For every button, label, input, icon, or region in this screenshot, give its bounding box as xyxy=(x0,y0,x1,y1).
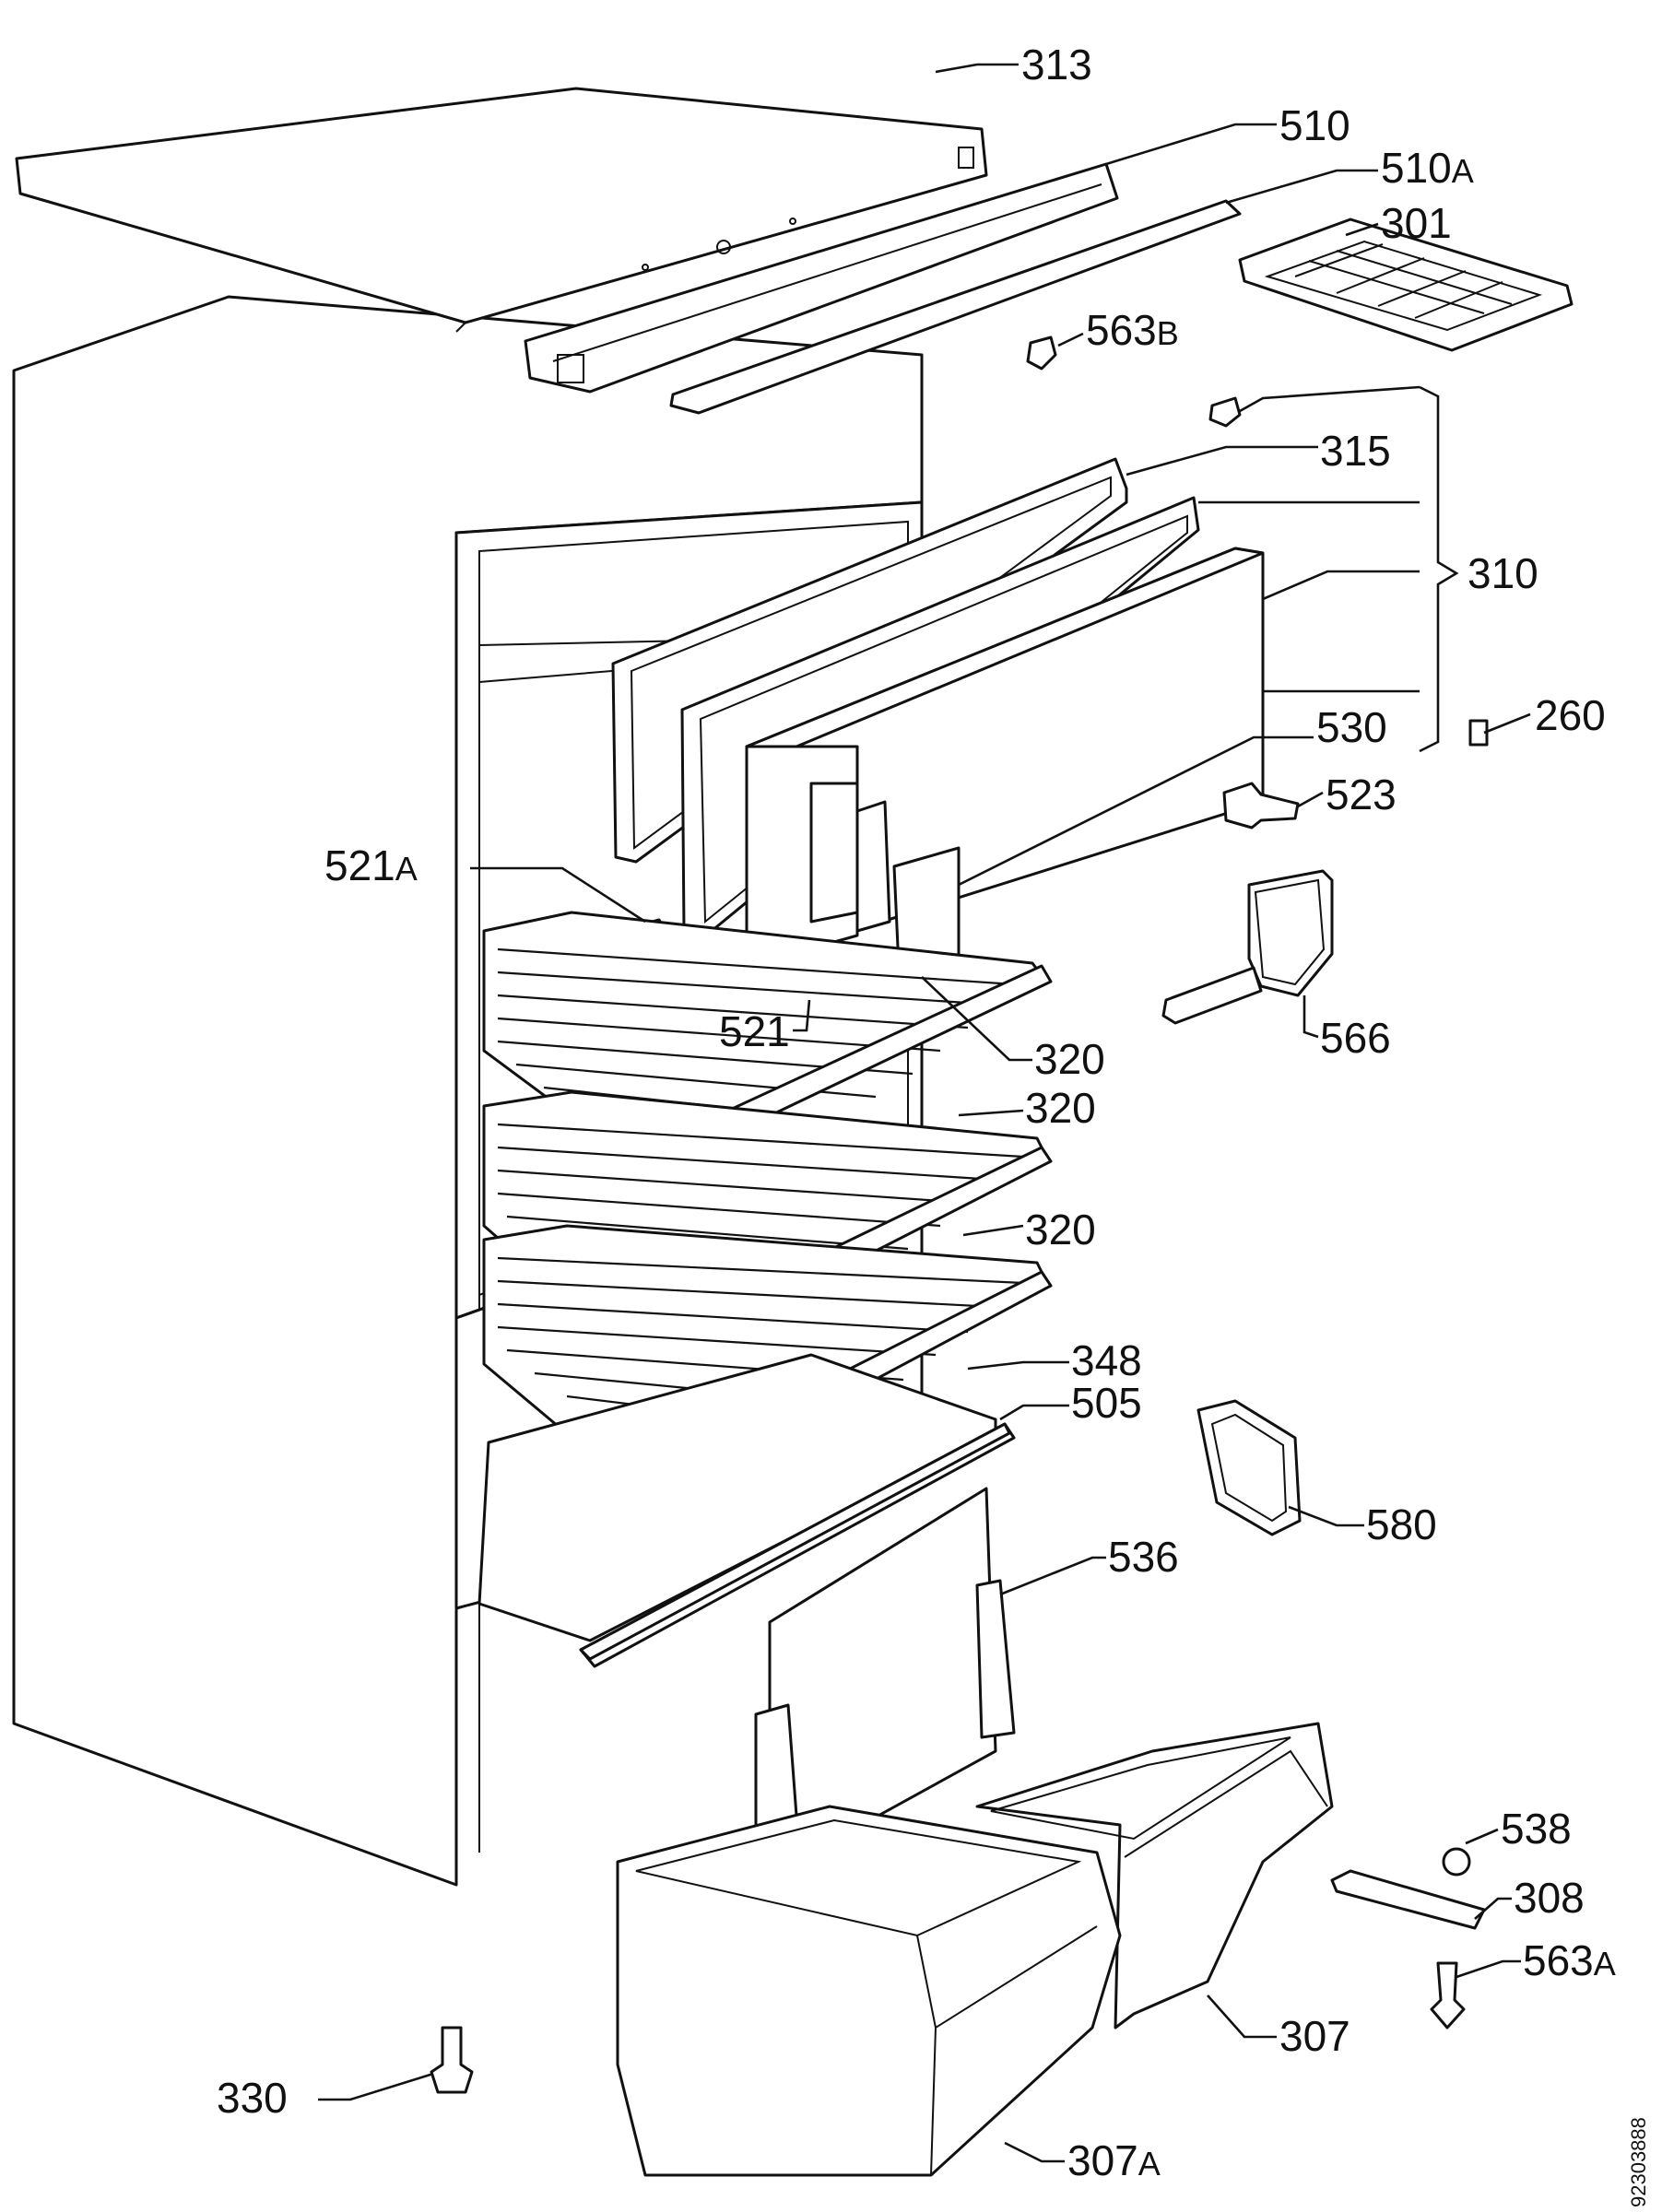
callout-348: 348 xyxy=(1071,1336,1142,1384)
bracket-310 xyxy=(1419,385,1459,753)
callout-310: 310 xyxy=(1468,549,1538,597)
callout-505: 505 xyxy=(1071,1379,1142,1427)
callout-301: 301 xyxy=(1381,199,1452,247)
callout-labels: 313 510 510A 301 563B 315 310 530 260 52… xyxy=(217,41,1616,2184)
screw-563a xyxy=(1430,1961,1466,2030)
callout-313: 313 xyxy=(1021,41,1092,88)
callout-320b: 320 xyxy=(1025,1084,1096,1132)
hinge-pin-523 xyxy=(1222,782,1300,830)
freezer-frame-rail xyxy=(524,162,1119,394)
callout-320a: 320 xyxy=(1034,1035,1105,1083)
callout-580: 580 xyxy=(1366,1500,1437,1548)
nut-538 xyxy=(1442,1847,1471,1877)
callout-510a: 510A xyxy=(1381,144,1474,192)
callout-315: 315 xyxy=(1320,427,1391,475)
callout-530: 530 xyxy=(1316,703,1387,751)
callout-523: 523 xyxy=(1326,771,1397,818)
callout-260: 260 xyxy=(1535,691,1606,739)
frame-580 xyxy=(1196,1399,1302,1536)
callout-521a: 521A xyxy=(324,841,418,889)
callout-307: 307 xyxy=(1279,2012,1350,2060)
document-number: 92303888 xyxy=(1627,2117,1650,2207)
callout-308: 308 xyxy=(1514,1874,1585,1922)
callout-563a: 563A xyxy=(1523,1936,1616,1984)
callout-538: 538 xyxy=(1501,1805,1572,1853)
callout-536: 536 xyxy=(1108,1533,1179,1581)
screw-563b xyxy=(1026,335,1242,428)
callout-521: 521 xyxy=(719,1007,790,1055)
hinge-bracket-308 xyxy=(1330,1869,1486,1930)
leader-lines xyxy=(318,63,1531,2163)
crisper-drawer-307a xyxy=(616,1805,1122,2177)
ice-tray xyxy=(1238,218,1574,352)
leveling-foot-330 xyxy=(430,2026,474,2094)
callout-330: 330 xyxy=(217,2074,288,2122)
callout-566: 566 xyxy=(1320,1014,1391,1062)
callout-510: 510 xyxy=(1279,101,1350,149)
trim-strip xyxy=(669,199,1242,415)
ice-scraper-566 xyxy=(1161,869,1334,1025)
freezer-door-assembly xyxy=(611,457,1265,970)
top-cover xyxy=(15,87,988,333)
callout-320c: 320 xyxy=(1025,1206,1096,1253)
callout-307a: 307A xyxy=(1067,2136,1161,2184)
trim-505 xyxy=(579,1422,1011,1661)
callout-563b: 563B xyxy=(1086,306,1179,354)
